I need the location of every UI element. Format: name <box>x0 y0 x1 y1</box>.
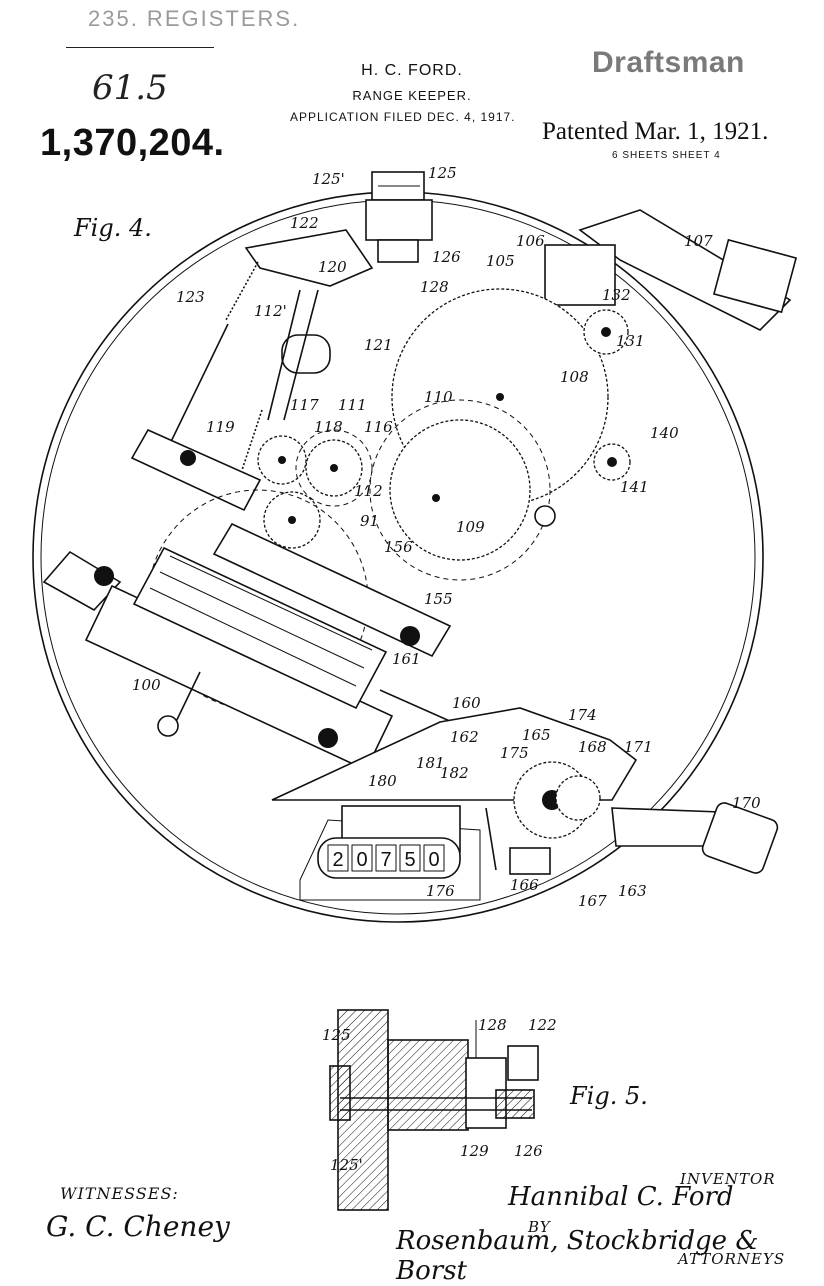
attorney-signature: Rosenbaum, Stockbridge & Borst <box>396 1226 759 1286</box>
counter-section <box>271 707 779 901</box>
reference-numeral: 108 <box>560 368 589 386</box>
handwritten-number: 61.5 <box>92 68 168 108</box>
reference-numeral: 125 <box>322 1026 351 1044</box>
counter-digit-cell <box>423 844 445 872</box>
inventor-signature: Hannibal C. Ford <box>508 1182 734 1212</box>
reference-numeral: 91 <box>360 512 379 530</box>
reference-numeral: 116 <box>364 418 393 436</box>
reference-numeral: 119 <box>206 418 235 436</box>
reference-numeral: 125' <box>330 1156 363 1174</box>
reference-numeral: 141 <box>620 478 649 496</box>
reference-numeral: 120 <box>318 258 347 276</box>
counter-digit-cell <box>327 844 349 872</box>
reference-numeral: 100 <box>132 676 161 694</box>
sheet-count: 6 SHEETS SHEET 4 <box>612 150 721 161</box>
reference-numeral: 163 <box>618 882 647 900</box>
fig4-reference-numerals: 125' 125 122 106 107 105 126 120 128 132 123 112' 13… <box>132 164 761 910</box>
reference-numeral: 129 <box>460 1142 489 1160</box>
reference-numeral: 156 <box>384 538 413 556</box>
reference-numeral: 112' <box>254 302 287 320</box>
inventor-name: H. C. FORD. <box>361 62 463 79</box>
counter-digit: 5 <box>404 849 415 871</box>
by-label: BY <box>528 1218 551 1236</box>
reference-numeral: 168 <box>578 738 607 756</box>
reference-numeral: 166 <box>510 876 539 894</box>
inventor-label: INVENTOR <box>680 1170 776 1188</box>
attorneys-label: ATTORNEYS <box>678 1250 786 1268</box>
counter-digit-cell <box>399 844 421 872</box>
reference-numeral: 128 <box>478 1016 507 1034</box>
reference-numeral: 165 <box>522 726 551 744</box>
registers-stamp: 235. REGISTERS. <box>88 6 301 31</box>
reference-numeral: 107 <box>684 232 713 250</box>
reference-numeral: 162 <box>450 728 479 746</box>
reference-numeral: 110 <box>424 388 453 406</box>
reference-numeral: 182 <box>440 764 469 782</box>
reference-numeral: 109 <box>456 518 485 536</box>
reference-numeral: 170 <box>732 794 761 812</box>
patent-title: RANGE KEEPER. <box>352 88 472 103</box>
reference-numeral: 140 <box>650 424 679 442</box>
reference-numeral: 106 <box>516 232 545 250</box>
reference-numeral: 125 <box>428 164 457 182</box>
stamp-underline <box>66 47 214 48</box>
reference-numeral: 126 <box>432 248 461 266</box>
lever-assembly <box>130 229 374 512</box>
reference-numeral: 105 <box>486 252 515 270</box>
right-crank <box>544 209 798 331</box>
counter-digit: 7 <box>380 849 391 871</box>
witness-signature: G. C. Cheney <box>46 1210 230 1243</box>
reference-numeral: 121 <box>364 336 393 354</box>
counter-digit-cell <box>375 844 397 872</box>
witnesses-label: WITNESSES: <box>60 1184 179 1203</box>
patent-number: 1,370,204. <box>40 122 225 164</box>
counter-digit: 0 <box>356 849 367 871</box>
reference-numeral: 174 <box>568 706 597 724</box>
fig5-section <box>329 1009 539 1211</box>
reference-numeral: 161 <box>392 650 421 668</box>
reference-numeral: 126 <box>514 1142 543 1160</box>
reference-numeral: 155 <box>424 590 453 608</box>
draftsman-stamp: Draftsman <box>592 46 745 79</box>
reference-numeral: 118 <box>314 418 343 436</box>
patented-date: Patented Mar. 1, 1921. <box>542 118 769 145</box>
reference-numeral: 122 <box>290 214 319 232</box>
reference-numeral: 117 <box>290 396 319 414</box>
counter-digit: 0 <box>428 849 439 871</box>
top-knob <box>365 171 433 263</box>
reference-numeral: 111 <box>338 396 367 414</box>
reference-numeral: 167 <box>578 892 607 910</box>
drum-assembly <box>42 489 471 772</box>
counter-digit-cell <box>351 844 373 872</box>
reference-numeral: 160 <box>452 694 481 712</box>
reference-numeral: 132 <box>602 286 631 304</box>
counter-digit: 2 <box>332 849 343 871</box>
fig5-label: Fig. 5. <box>569 1082 648 1110</box>
fig4-label: Fig. 4. <box>73 214 152 242</box>
fig5-reference-numerals: 128 122 125 125' 129 126 <box>322 1016 557 1174</box>
reference-numeral: 123 <box>176 288 205 306</box>
reference-numeral: 171 <box>624 738 653 756</box>
reference-numeral: 180 <box>368 772 397 790</box>
reference-numeral: 176 <box>426 882 455 900</box>
reference-numeral: 128 <box>420 278 449 296</box>
reference-numeral: 112 <box>354 482 383 500</box>
reference-numeral: 131 <box>616 332 645 350</box>
reference-numeral: 181 <box>416 754 445 772</box>
reference-numeral: 175 <box>500 744 529 762</box>
reference-numeral: 125' <box>312 170 345 188</box>
filing-date: APPLICATION FILED DEC. 4, 1917. <box>290 110 516 124</box>
reference-numeral: 122 <box>528 1016 557 1034</box>
gears <box>257 288 631 581</box>
